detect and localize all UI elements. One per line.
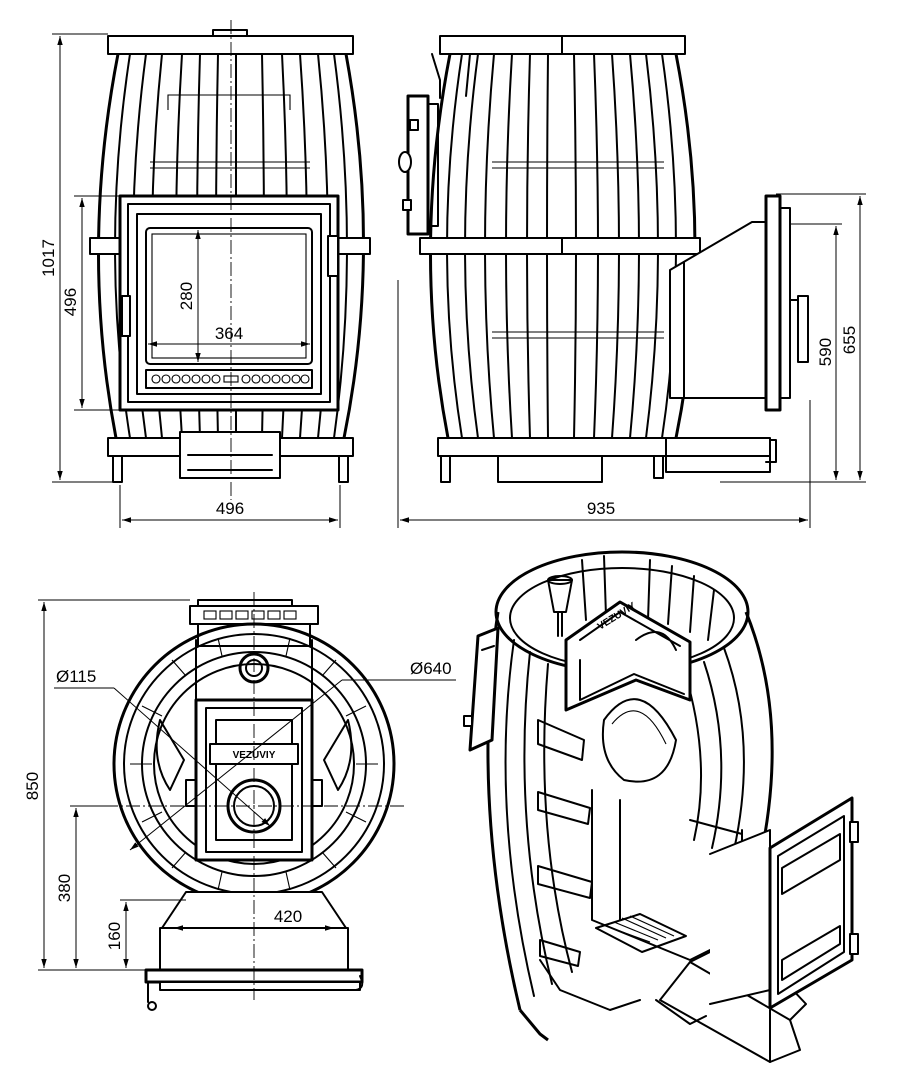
side-base-plate [437,437,667,457]
iso-chimney [547,579,573,613]
front-door [118,194,340,412]
iso-front-door [768,796,859,1010]
isometric-cutaway-view: VEZUVIY [463,550,859,1063]
side-ash-drawer [497,455,603,483]
top-view: VEZUVIY Ø115 Ø640 850 380 [23,592,456,1011]
dim-364: 364 [215,324,243,343]
side-fuel-tunnel [669,194,809,412]
front-leg-left [112,455,123,483]
iso-firebox-frame [564,600,692,712]
dim-280: 280 [177,282,196,310]
dim-front-width: 496 [216,499,244,518]
door-latch [327,235,339,277]
dim-850: 850 [23,772,42,800]
side-door-handle [398,151,412,173]
side-view: 935 590 655 [397,35,866,528]
iso-heart-cutout [601,698,677,783]
dim-d115: Ø115 [56,667,96,686]
dim-line-d115 [113,687,271,827]
front-inner-frame [167,94,291,110]
iso-door [468,626,500,752]
side-tunnel-handle [797,295,809,363]
dim-front-door-height: 496 [61,288,80,316]
dim-380: 380 [55,874,74,902]
front-top-knob [212,29,248,37]
door-hinge [121,295,131,337]
front-leg-right [338,455,349,483]
iso-grate [595,913,687,953]
dim-590: 590 [816,338,835,366]
dim-160: 160 [105,922,124,950]
dim-420: 420 [274,907,302,926]
door-air-holes [151,374,310,384]
dim-1017: 1017 [39,239,58,277]
front-view: 1017 496 280 364 496 [39,20,371,528]
dim-d640: Ø640 [410,659,452,678]
top-vent-slots [203,610,297,620]
door-glass [145,227,313,365]
front-top-plate [107,35,354,55]
dim-935: 935 [587,499,615,518]
side-middle-band [419,237,701,255]
dim-655: 655 [840,326,859,354]
top-rib-marks [130,637,378,891]
